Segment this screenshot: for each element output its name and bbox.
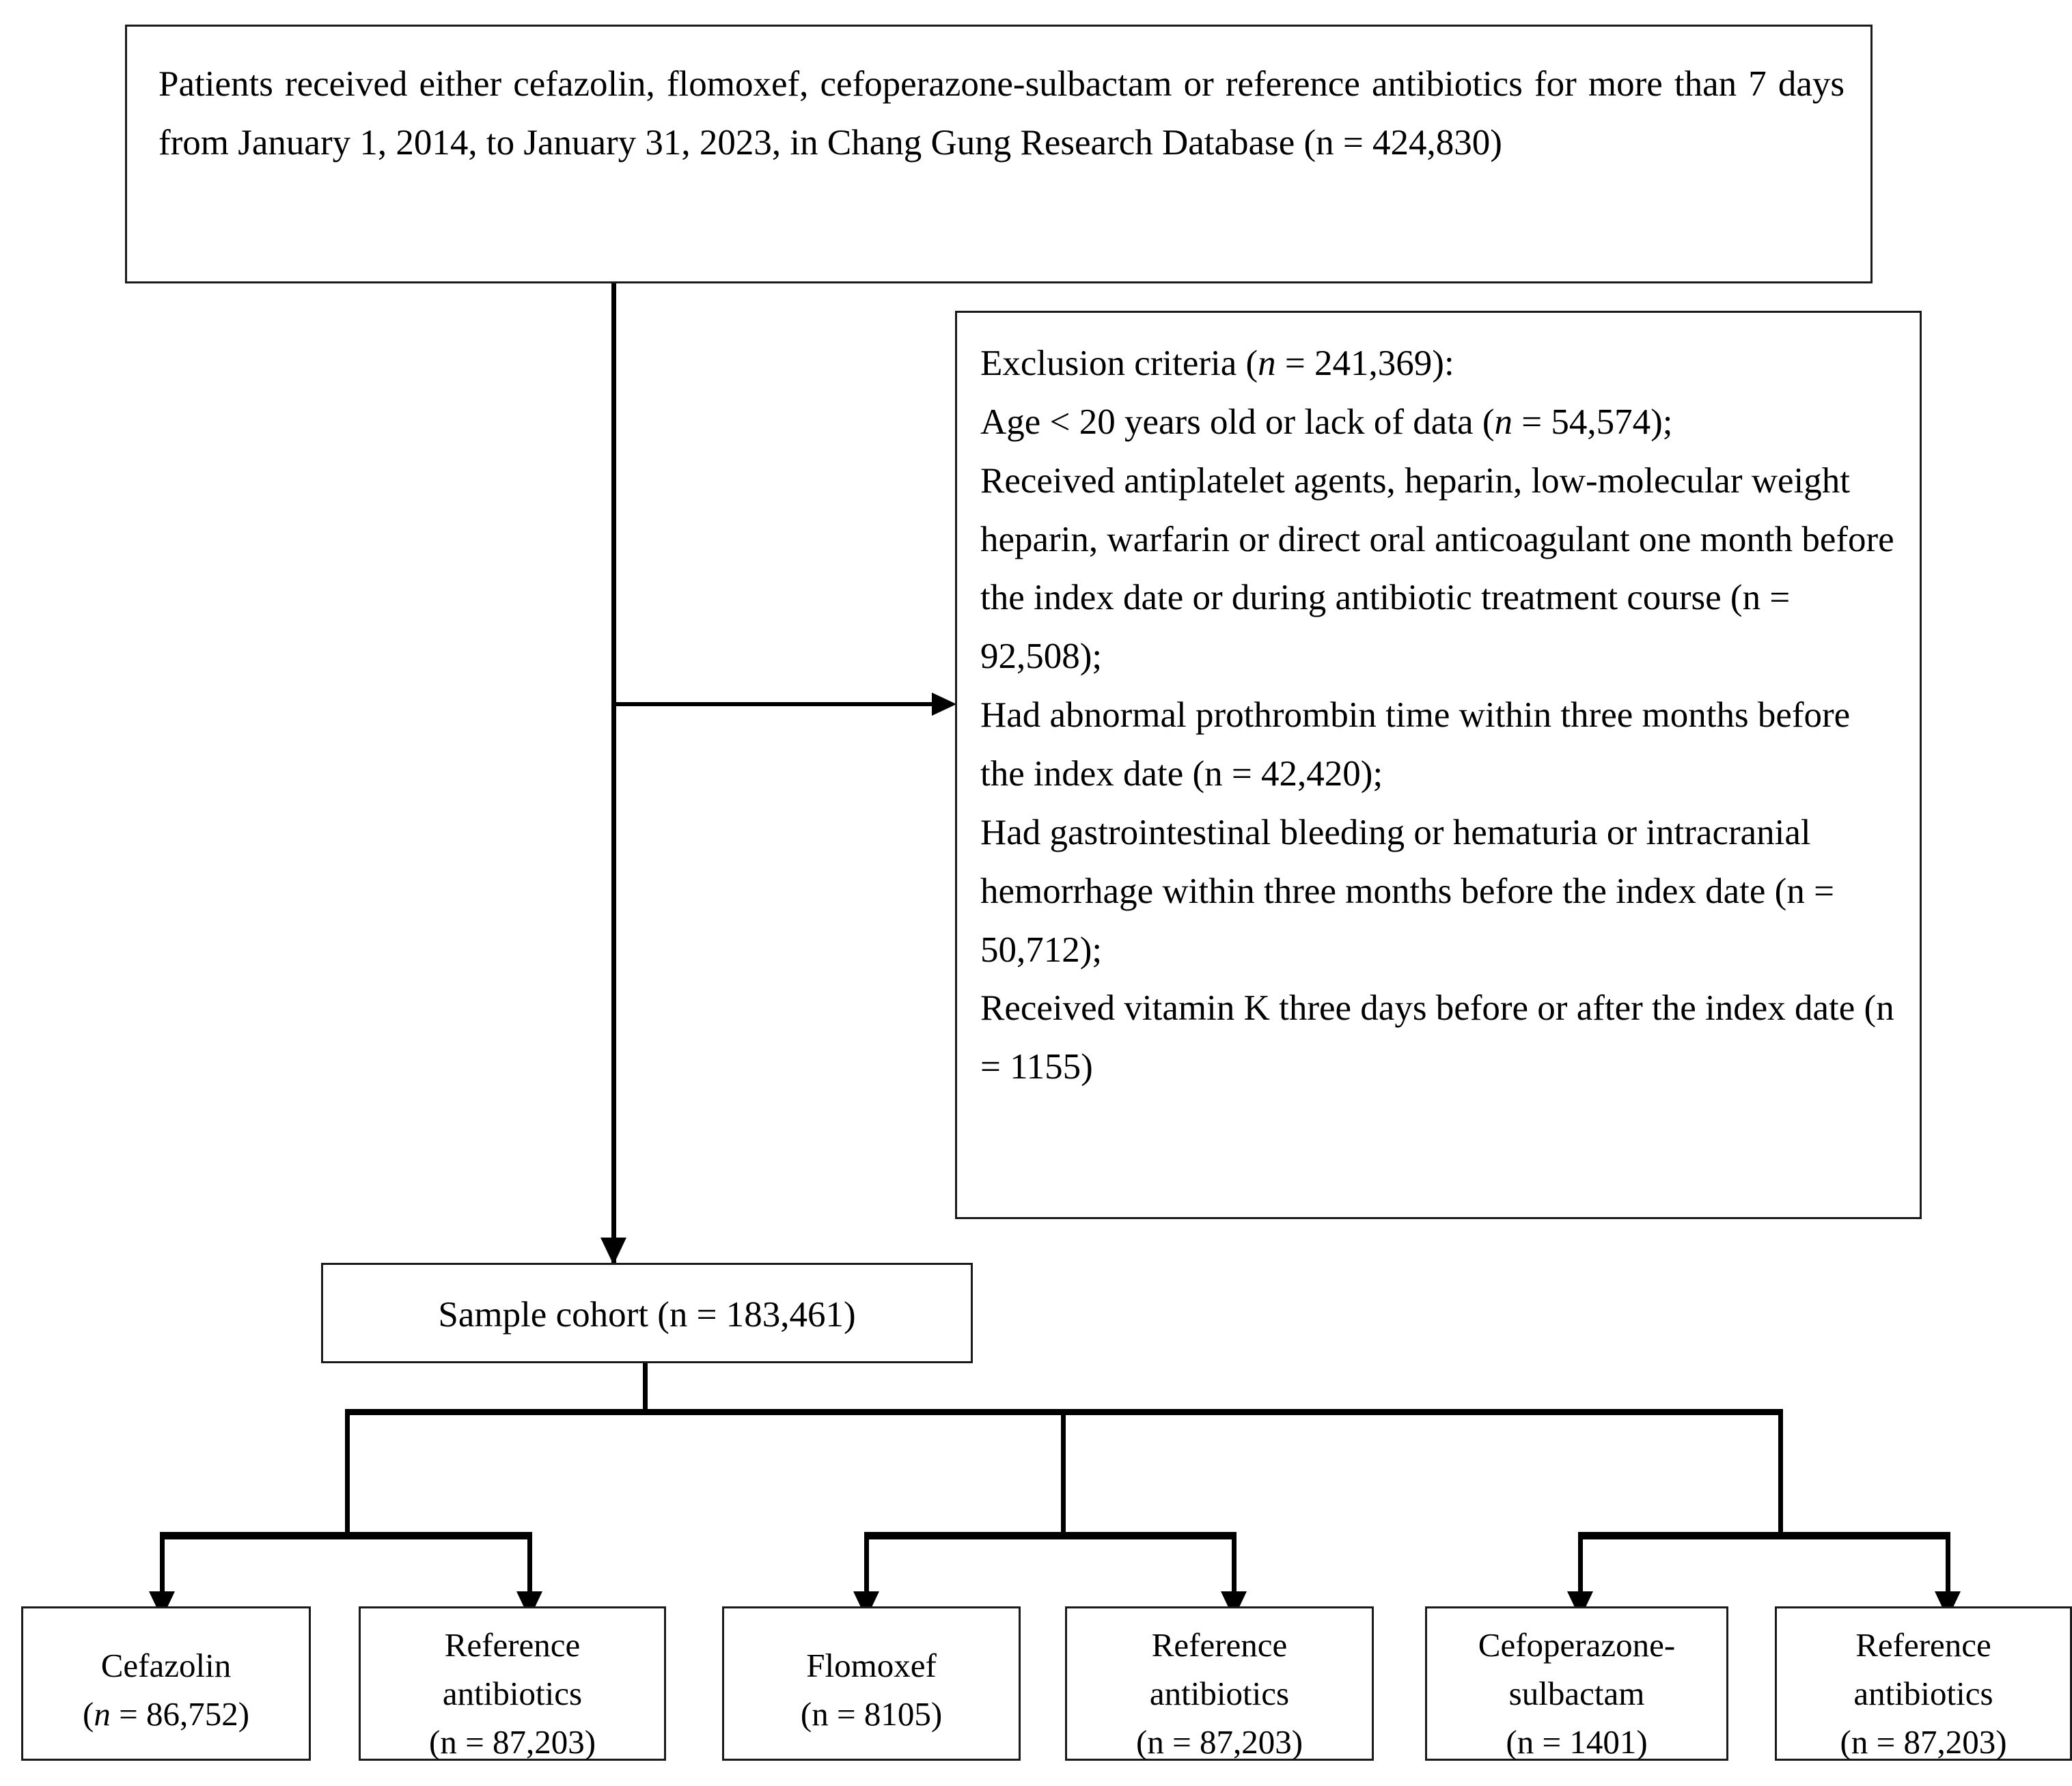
group-box-title-line: Cefoperazone- <box>1478 1626 1676 1664</box>
arrow-stem-reference1 <box>527 1532 532 1610</box>
criterion-n-symbol: n <box>1494 402 1512 442</box>
group-box-title-line: Reference <box>444 1626 581 1664</box>
spine-arrow-head <box>600 1238 626 1265</box>
group-box-content: Cefoperazone-sulbactam (n = 1401) <box>1427 1608 1726 1766</box>
sample-cohort-box: Sample cohort (n = 183,461) <box>321 1263 973 1363</box>
arrow-stem-cefoperazone <box>1578 1532 1583 1610</box>
group-box-content: Flomoxef (n = 8105) <box>724 1608 1019 1738</box>
group-box-reference-antibiotics-flomoxef: Reference antibiotics (n = 87,203) <box>1065 1606 1374 1761</box>
group-box-n-symbol: n <box>440 1723 457 1761</box>
exclusion-branch-line <box>613 702 935 706</box>
group-box-reference-antibiotics-cefazolin: Reference antibiotics (n = 87,203) <box>359 1606 666 1761</box>
group-box-flomoxef: Flomoxef (n = 8105) <box>722 1606 1021 1761</box>
source-population-box: Patients received either cefazolin, flom… <box>125 25 1873 283</box>
source-population-text: Patients received either cefazolin, flom… <box>158 64 1845 163</box>
level2-bar-pair1 <box>160 1532 532 1539</box>
group-box-content: Reference antibiotics (n = 87,203) <box>1067 1608 1372 1766</box>
group-box-title-line: Reference <box>1855 1626 1991 1664</box>
group-box-cefoperazone-sulbactam: Cefoperazone-sulbactam (n = 1401) <box>1425 1606 1728 1761</box>
exclusion-criterion: Had gastrointestinal bleeding or hematur… <box>980 812 1834 970</box>
group-box-n-line: (n = 87,203) <box>1840 1723 2007 1761</box>
group-box-n-line: (n = 86,752) <box>82 1695 250 1733</box>
level2-bar-pair2 <box>864 1532 1237 1539</box>
group-box-reference-antibiotics-cefoperazone: Reference antibiotics (n = 87,203) <box>1775 1606 2072 1761</box>
arrow-stem-flomoxef <box>864 1532 869 1610</box>
arrow-stem-reference3 <box>1946 1532 1950 1610</box>
criterion-n-symbol: n <box>1742 578 1761 618</box>
group-box-n-line: (n = 87,203) <box>428 1723 596 1761</box>
exclusion-criteria-list: Age < 20 years old or lack of data (n = … <box>980 393 1901 1097</box>
criterion-n-symbol: n <box>1204 754 1223 794</box>
exclusion-criterion: Received antiplatelet agents, heparin, l… <box>980 460 1894 677</box>
group-box-title-line: antibiotics <box>1149 1675 1290 1713</box>
group-box-n-symbol: n <box>1517 1723 1534 1761</box>
group-box-title-line: Flomoxef <box>806 1647 937 1684</box>
group-box-content: Cefazolin (n = 86,752) <box>23 1608 309 1738</box>
exclusion-criteria-box: Exclusion criteria (n = 241,369): Age < … <box>955 311 1922 1219</box>
group-box-n-symbol: n <box>1851 1723 1868 1761</box>
level1-drop-center <box>1061 1409 1066 1536</box>
exclusion-branch-arrow-head <box>932 693 956 716</box>
criterion-n-symbol: n <box>1786 871 1805 911</box>
group-box-n-line: (n = 8105) <box>800 1695 943 1733</box>
exclusion-criterion: Received vitamin K three days before or … <box>980 988 1894 1087</box>
level2-bar-pair3 <box>1578 1532 1950 1539</box>
group-box-title-line: sulbactam <box>1508 1675 1645 1713</box>
group-box-content: Reference antibiotics (n = 87,203) <box>1777 1608 2070 1766</box>
sample-cohort-label: Sample cohort (n = 183,461) <box>323 1265 971 1365</box>
group-box-title-line: antibiotics <box>442 1675 583 1713</box>
group-box-n-symbol: n <box>812 1695 829 1733</box>
exclusion-criterion: Age < 20 years old or lack of data (n = … <box>980 402 1673 442</box>
group-box-n-line: (n = 1401) <box>1506 1723 1648 1761</box>
cohort-stem-line <box>643 1363 648 1413</box>
exclusion-criterion: Had abnormal prothrombin time within thr… <box>980 695 1851 794</box>
level1-drop-left <box>345 1409 350 1536</box>
level1-drop-right <box>1778 1409 1783 1536</box>
criterion-n-symbol: n <box>1876 988 1894 1029</box>
exclusion-heading: Exclusion criteria (n = 241,369): <box>980 344 1454 383</box>
group-box-n-line: (n = 87,203) <box>1135 1723 1303 1761</box>
exclusion-criteria-text: Exclusion criteria (n = 241,369): Age < … <box>957 313 1920 1097</box>
group-box-n-symbol: n <box>1147 1723 1164 1761</box>
arrow-stem-cefazolin <box>160 1532 165 1610</box>
sample-cohort-text: Sample cohort (n = 183,461) <box>438 1295 856 1335</box>
arrow-stem-reference2 <box>1232 1532 1237 1610</box>
group-box-content: Reference antibiotics (n = 87,203) <box>361 1608 664 1766</box>
group-box-title-line: antibiotics <box>1853 1675 1993 1713</box>
group-box-title-line: Reference <box>1151 1626 1288 1664</box>
group-box-title-line: Cefazolin <box>100 1647 232 1684</box>
exclusion-heading-n-symbol: n <box>1258 344 1276 383</box>
group-box-cefazolin: Cefazolin (n = 86,752) <box>21 1606 311 1761</box>
spine-vertical-line <box>611 283 616 1264</box>
group-box-n-symbol: n <box>94 1695 111 1733</box>
